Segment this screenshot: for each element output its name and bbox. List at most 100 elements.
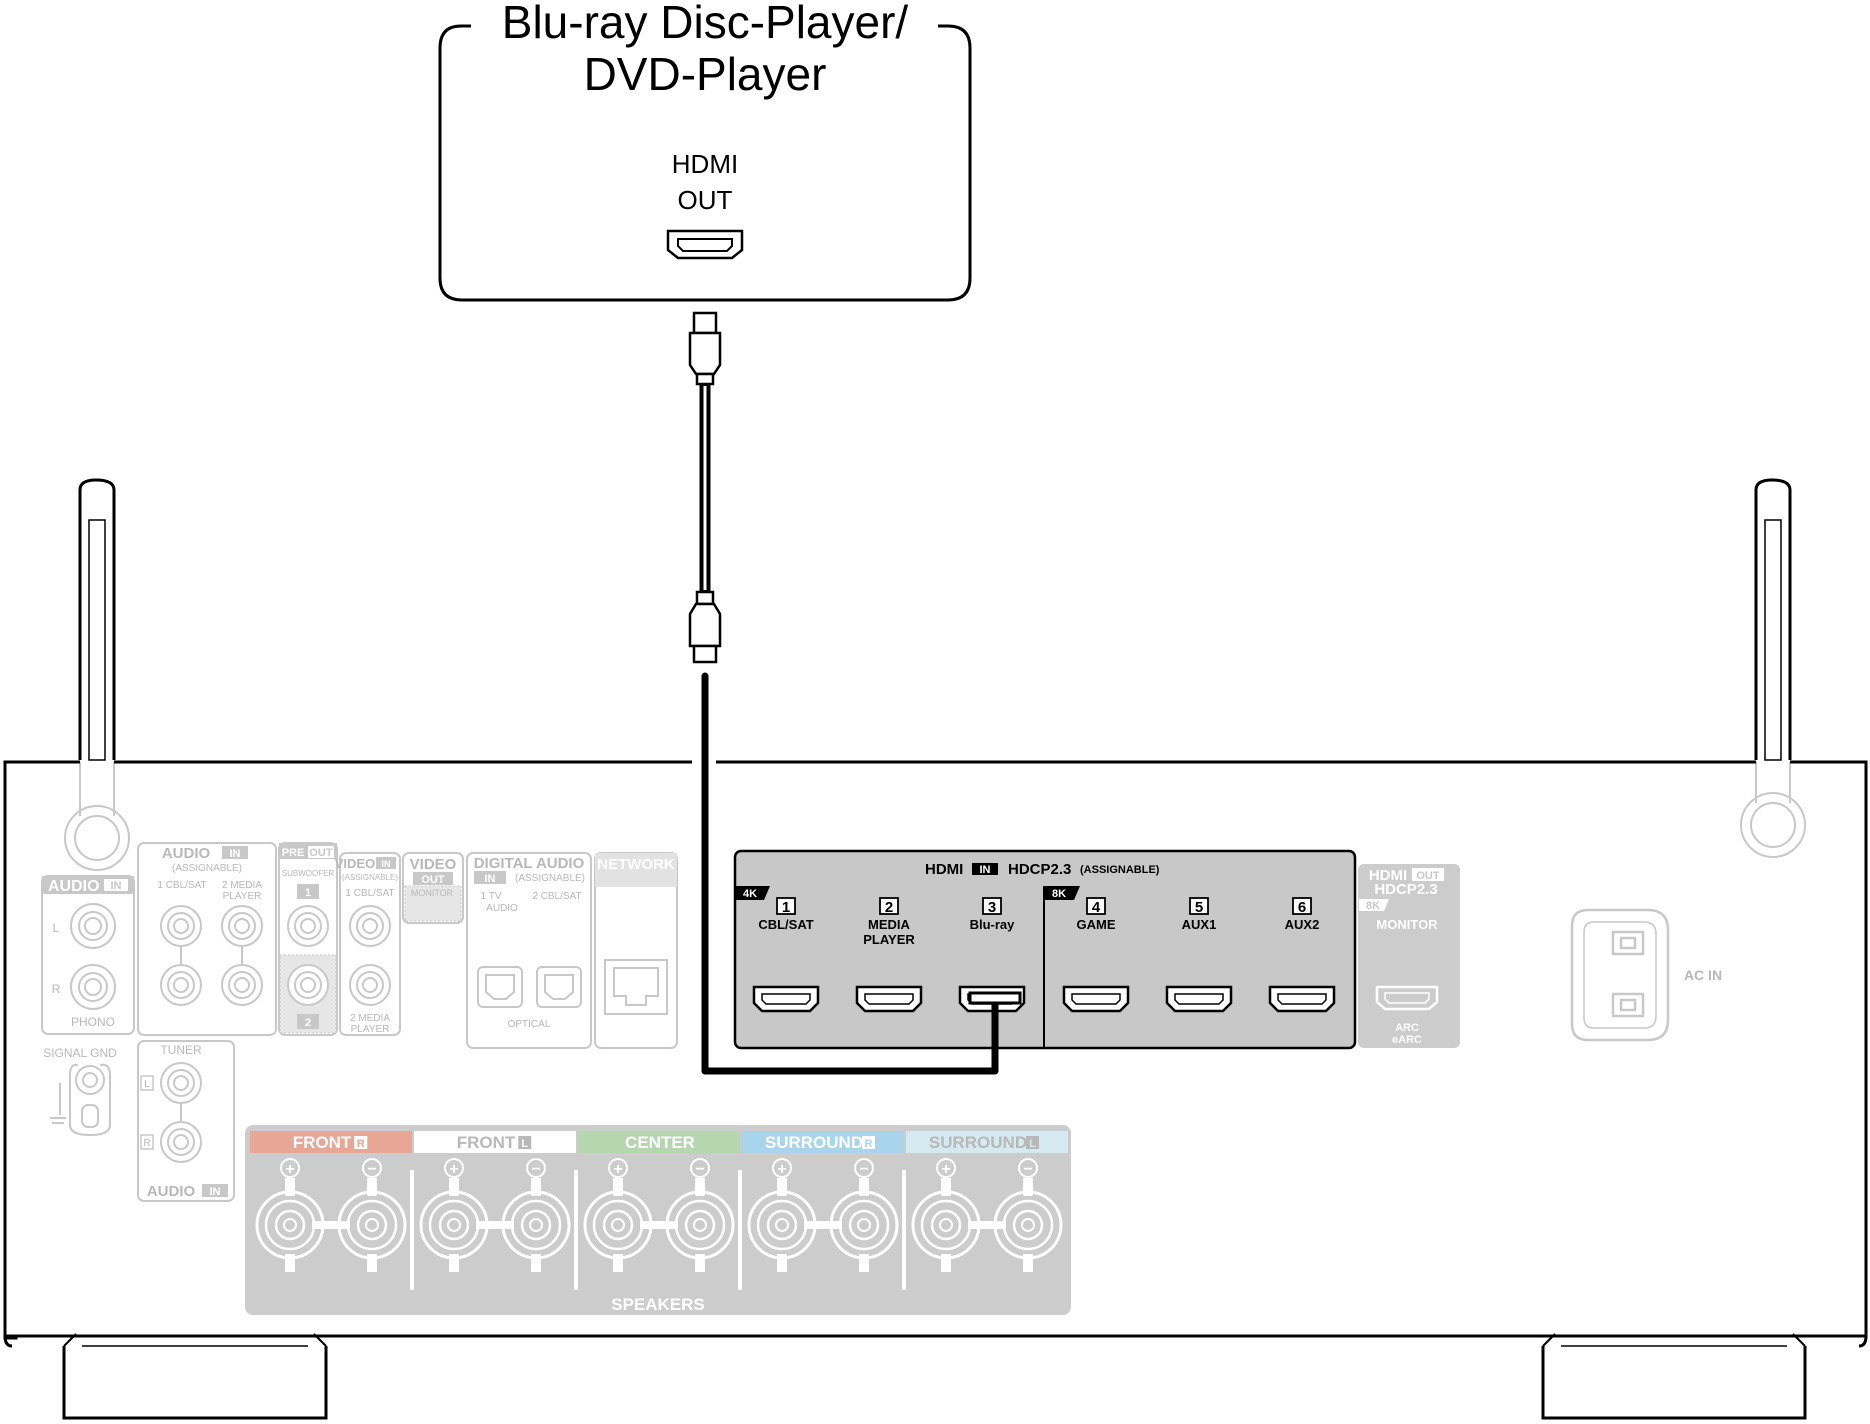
speaker-channel-label: SURROUND <box>765 1133 863 1152</box>
svg-text:MONITOR: MONITOR <box>411 888 454 898</box>
source-device-title-line1: Blu-ray Disc-Player/ <box>502 0 909 48</box>
hdmi-in-2-label-line2: PLAYER <box>863 932 915 947</box>
svg-text:(ASSIGNABLE): (ASSIGNABLE) <box>342 873 398 882</box>
audio-in-2-r-jack[interactable] <box>221 964 263 1006</box>
subwoofer-1-jack[interactable] <box>287 905 329 947</box>
svg-text:1 CBL/SAT: 1 CBL/SAT <box>345 888 394 899</box>
svg-text:HDCP2.3: HDCP2.3 <box>1374 881 1437 898</box>
hdmi-in-3-label: Blu-ray <box>970 917 1016 932</box>
signal-gnd-terminal[interactable] <box>50 1063 111 1137</box>
optical-2-port[interactable] <box>536 966 582 1008</box>
speaker-channel-3: CENTER+− <box>574 1131 740 1290</box>
speaker-terminal-bridge <box>476 1221 514 1229</box>
svg-text:IN: IN <box>485 873 496 885</box>
speaker-terminal-bridge <box>968 1221 1006 1229</box>
speaker-side-box <box>354 1136 368 1149</box>
svg-text:+: + <box>777 1161 786 1178</box>
hdmi-in-panel: HDMI IN HDCP2.3 (ASSIGNABLE) 4K 8K 1CBL/… <box>733 849 1357 1050</box>
svg-text:OUT: OUT <box>1416 870 1440 882</box>
ac-inlet[interactable] <box>1570 908 1670 1042</box>
source-hdmi-out-port[interactable] <box>666 229 744 260</box>
video-in-1-jack[interactable] <box>349 905 391 947</box>
hdmi-in-5-port[interactable] <box>1165 985 1233 1013</box>
svg-text:8K: 8K <box>1052 888 1066 900</box>
network-ethernet-port[interactable] <box>604 959 668 1015</box>
svg-text:−: − <box>531 1161 540 1178</box>
hdmi-in-4-number-box <box>1086 897 1106 915</box>
svg-text:AUDIO: AUDIO <box>147 1183 196 1200</box>
phono-r-jack[interactable] <box>70 964 116 1010</box>
speaker-side-box <box>1026 1136 1039 1149</box>
audio-in-1-l-jack[interactable] <box>160 905 202 947</box>
svg-text:MONITOR: MONITOR <box>1376 917 1438 932</box>
svg-text:VIDEO: VIDEO <box>335 856 375 871</box>
svg-text:ARC: ARC <box>1395 1022 1419 1034</box>
svg-text:IN: IN <box>210 1186 221 1198</box>
tuner-l-jack[interactable] <box>160 1062 202 1104</box>
hdmi-in-2-number: 2 <box>885 899 893 916</box>
speaker-side-label: L <box>1029 1138 1036 1150</box>
speaker-terminal-bridge <box>640 1221 678 1229</box>
audio-in-phono: AUDIO IN L R PHONO <box>41 875 135 1035</box>
foot-right <box>1541 1333 1807 1420</box>
tag-8k <box>1045 886 1080 900</box>
tag-4k <box>736 886 770 900</box>
phono-l-jack[interactable] <box>70 903 116 949</box>
ac-in: AC IN <box>1570 908 1722 1042</box>
video-out: VIDEO OUT MONITOR <box>402 852 464 924</box>
svg-text:OUT: OUT <box>421 874 445 886</box>
svg-text:2 MEDIA: 2 MEDIA <box>222 880 262 891</box>
hdmi-in-6-port[interactable] <box>1268 985 1336 1013</box>
hdmi-in-2-number-box <box>879 897 899 915</box>
hdmi-out-label-line2: OUT <box>678 185 733 215</box>
svg-text:IN: IN <box>111 880 122 892</box>
source-device-box <box>438 24 972 302</box>
svg-text:eARC: eARC <box>1392 1034 1422 1046</box>
signal-gnd: SIGNAL GND <box>43 1046 117 1137</box>
tuner-r-jack[interactable] <box>160 1121 202 1163</box>
svg-text:R: R <box>52 982 61 996</box>
hdmi-in-5-number-box <box>1189 897 1209 915</box>
speaker-side-label: L <box>521 1138 528 1150</box>
network: NETWORK <box>594 852 678 1049</box>
cable-plug-bluray <box>968 991 1022 1005</box>
speaker-channel-label: CENTER <box>625 1133 695 1152</box>
video-in: VIDEO IN (ASSIGNABLE) 1 CBL/SAT 2 MEDIA … <box>335 852 401 1036</box>
svg-text:+: + <box>613 1161 622 1178</box>
hdmi-in-4-port[interactable] <box>1062 985 1130 1013</box>
hdmi-in-6-label: AUX2 <box>1285 917 1320 932</box>
chassis-outline <box>3 760 1868 1348</box>
digital-audio-in: DIGITAL AUDIO IN (ASSIGNABLE) 1 TV AUDIO… <box>466 852 592 1049</box>
svg-text:+: + <box>449 1161 458 1178</box>
cable-connector-middle <box>688 590 722 664</box>
hdmi-in-5-label: AUX1 <box>1182 917 1217 932</box>
foot-left <box>62 1333 328 1420</box>
audio-in-2-l-jack[interactable] <box>221 905 263 947</box>
speaker-terminal-bridge <box>804 1221 842 1229</box>
optical-1-port[interactable] <box>477 966 523 1008</box>
hdmi-cable <box>688 311 1022 1075</box>
hdmi-out-monitor-port[interactable] <box>1375 985 1439 1011</box>
svg-text:1: 1 <box>305 887 311 899</box>
svg-text:SUBWOOFER: SUBWOOFER <box>282 869 335 878</box>
video-in-2-jack[interactable] <box>349 964 391 1006</box>
hdmi-in-1-port[interactable] <box>752 985 820 1013</box>
subwoofer-2-jack[interactable] <box>287 964 329 1006</box>
speaker-side-label: R <box>865 1138 873 1150</box>
receiver <box>3 478 1868 1420</box>
hdmi-in-6-number-box <box>1292 897 1312 915</box>
audio-in-1-r-jack[interactable] <box>160 964 202 1006</box>
svg-text:OUT: OUT <box>309 847 333 859</box>
svg-text:1 CBL/SAT: 1 CBL/SAT <box>157 880 206 891</box>
hdmi-in-2-port[interactable] <box>855 985 923 1013</box>
tuner: TUNER L R AUDIO IN <box>137 1040 235 1202</box>
hdmi-in-3-number-box <box>982 897 1002 915</box>
